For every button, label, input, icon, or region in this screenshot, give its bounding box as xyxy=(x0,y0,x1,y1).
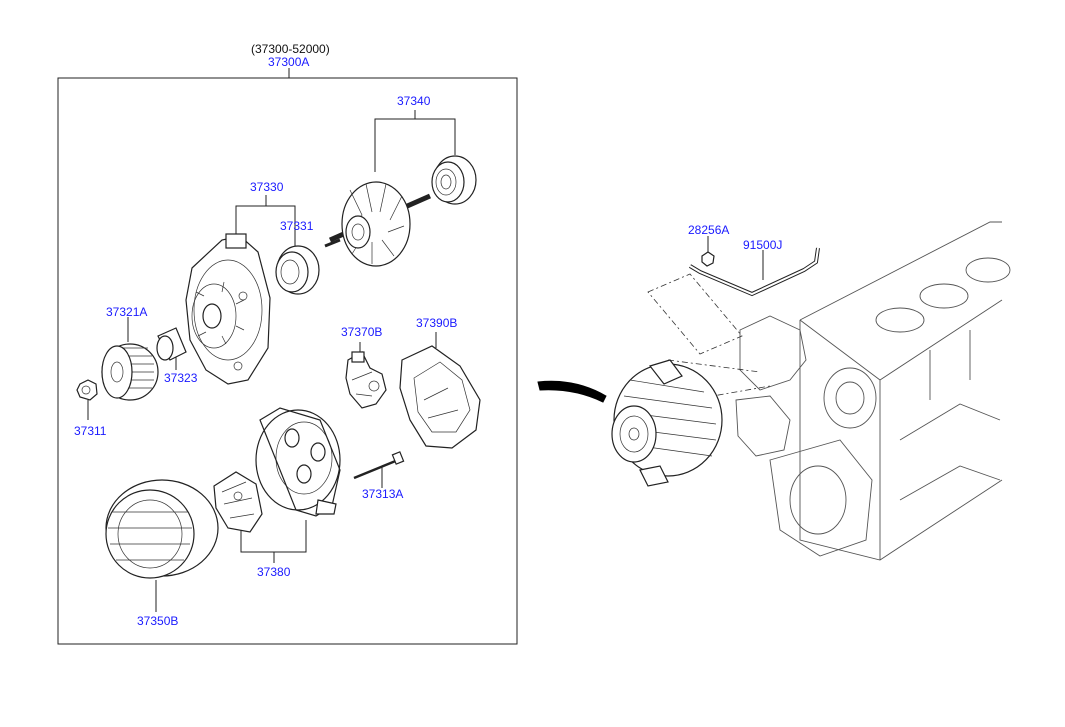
part-label-37380[interactable]: 37380 xyxy=(257,565,291,579)
vacuum-pipe-illustration xyxy=(688,247,820,297)
brush-holder-illustration xyxy=(213,471,263,533)
installed-alternator-illustration xyxy=(611,359,723,487)
rotor-illustration xyxy=(324,110,456,267)
pipe-clip-illustration xyxy=(701,236,715,267)
rear-bearing-illustration xyxy=(431,155,477,205)
nut-illustration xyxy=(76,379,98,420)
assembly-part-label[interactable]: 37300A xyxy=(268,55,310,69)
through-bolt-illustration xyxy=(353,451,405,488)
mount-guide-line xyxy=(647,273,743,355)
spacer-illustration xyxy=(156,327,187,370)
part-label-37350b[interactable]: 37350B xyxy=(137,614,179,628)
part-label-37313a[interactable]: 37313A xyxy=(362,487,404,501)
part-label-37340[interactable]: 37340 xyxy=(397,94,431,108)
assembly-arrow-icon xyxy=(537,380,607,403)
part-label-37370b[interactable]: 37370B xyxy=(341,325,383,339)
front-bearing-illustration xyxy=(275,232,320,295)
front-bracket-illustration xyxy=(185,195,296,385)
part-label-37323[interactable]: 37323 xyxy=(164,371,198,385)
engine-block-illustration xyxy=(735,221,1011,561)
regulator-illustration xyxy=(345,342,387,409)
mount-guide-line xyxy=(667,359,771,401)
pulley-illustration xyxy=(101,317,159,401)
part-label-37331[interactable]: 37331 xyxy=(280,219,314,233)
part-label-37321a[interactable]: 37321A xyxy=(106,305,148,319)
assembly-sub-code: (37300-52000) xyxy=(251,42,330,56)
rear-cover-illustration xyxy=(399,332,481,449)
part-label-37390b[interactable]: 37390B xyxy=(416,316,458,330)
stator-illustration xyxy=(105,479,219,612)
part-label-37311[interactable]: 37311 xyxy=(74,424,107,438)
rear-bracket-illustration xyxy=(240,407,341,563)
part-label-91500j[interactable]: 91500J xyxy=(743,238,783,252)
part-label-28256a[interactable]: 28256A xyxy=(688,223,730,237)
assembly-frame xyxy=(57,77,518,645)
part-label-37330[interactable]: 37330 xyxy=(250,180,284,194)
